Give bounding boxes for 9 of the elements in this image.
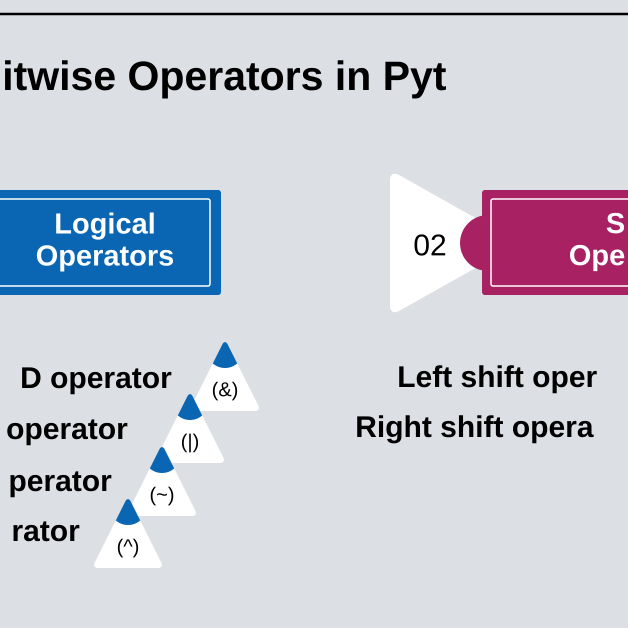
title: itwise Operators in Pyt bbox=[5, 60, 446, 98]
node-label: S Ope bbox=[570, 212, 624, 272]
operator-name: operator bbox=[7, 419, 128, 446]
category-box: Logical Operators bbox=[0, 190, 221, 295]
operator-name: Left shift oper bbox=[399, 365, 597, 394]
operator-name: D operator bbox=[22, 367, 172, 394]
operator-name: rator bbox=[13, 521, 80, 542]
operator-name: Right shift opera bbox=[357, 415, 594, 444]
operator-name: perator bbox=[10, 471, 112, 498]
